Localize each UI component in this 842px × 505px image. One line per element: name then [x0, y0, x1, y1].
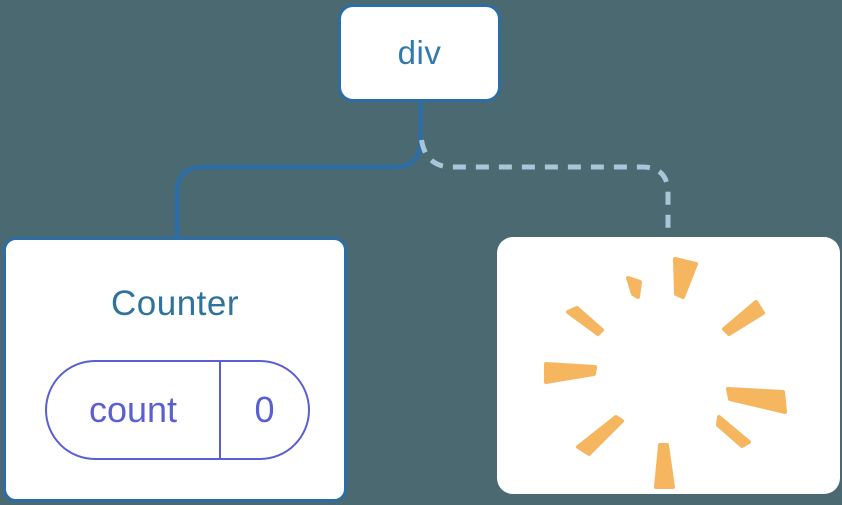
- node-counter: Counter count 0: [3, 237, 347, 502]
- connector-dashed: [419, 139, 671, 238]
- poof-icon: [544, 257, 787, 489]
- node-removed: [497, 237, 840, 494]
- state-name: count: [47, 362, 221, 458]
- node-div-label: div: [397, 34, 442, 71]
- state-value: 0: [254, 389, 275, 430]
- state-pill: count 0: [45, 360, 310, 460]
- connector-solid: [174, 100, 423, 239]
- counter-title: Counter: [110, 284, 240, 323]
- node-div: div: [338, 4, 501, 102]
